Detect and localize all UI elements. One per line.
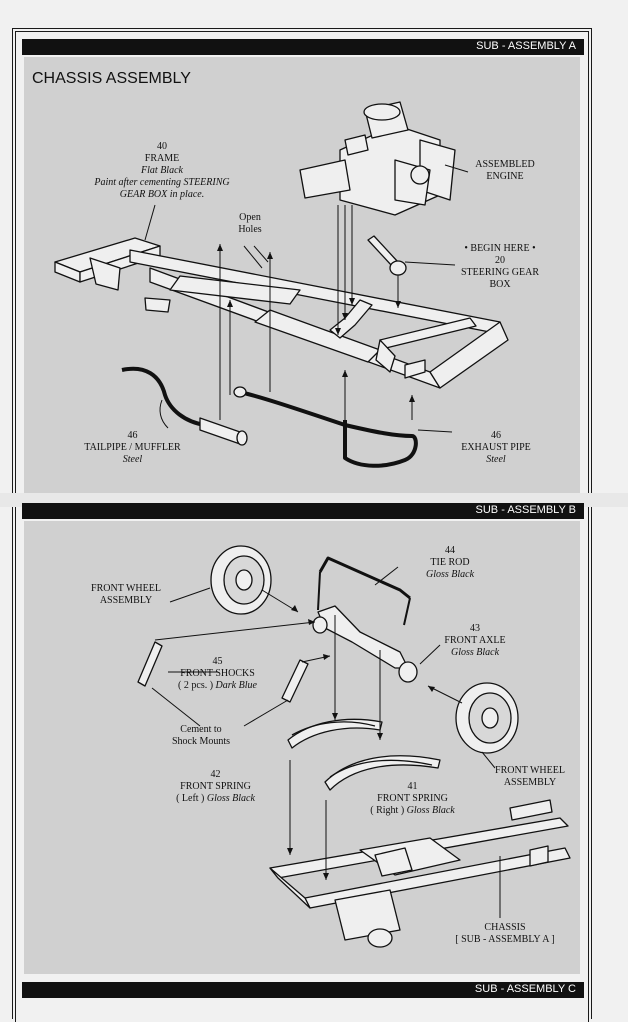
spring-right-name: FRONT SPRING <box>377 793 448 804</box>
header-sub-assembly-c: SUB - ASSEMBLY C <box>22 982 584 998</box>
engine-line-2: ENGINE <box>486 171 524 182</box>
tailpipe-label: 46 TAILPIPE / MUFFLER Steel <box>70 430 195 466</box>
shocks-number: 45 <box>212 656 223 667</box>
frame-note-1: Paint after cementing STEERING <box>94 177 230 188</box>
open-holes-label: Open Holes <box>225 212 275 236</box>
engine-drawing <box>299 101 456 216</box>
begin-here: • BEGIN HERE • <box>464 243 536 254</box>
spring-left-finish: Gloss Black <box>206 793 255 804</box>
exhaust-finish: Steel <box>486 454 506 465</box>
assembly-drawings <box>54 101 571 948</box>
front-wheel-right-label: FRONT WHEEL ASSEMBLY <box>480 765 580 789</box>
page-frame <box>12 28 592 1019</box>
spring-right-side: ( Right ) <box>370 805 405 816</box>
front-wheel-left-line-1: FRONT WHEEL <box>91 583 161 594</box>
spring-right-number: 41 <box>407 781 418 792</box>
header-sub-assembly-c-text: SUB - ASSEMBLY C <box>474 983 576 995</box>
open-holes-line-1: Open <box>239 212 261 223</box>
tailpipe-drawing <box>121 366 248 446</box>
tailpipe-name: TAILPIPE / MUFFLER <box>84 442 181 453</box>
frame-finish: Flat Black <box>141 165 183 176</box>
frame-label: 40 FRAME Flat Black Paint after cementin… <box>82 141 242 201</box>
front-spring-left-drawing <box>287 718 383 749</box>
tailpipe-finish: Steel <box>122 454 143 465</box>
header-sub-assembly-a-text: SUB - ASSEMBLY A <box>476 40 576 52</box>
front-shocks-label: 45 FRONT SHOCKS ( 2 pcs. ) Dark Blue <box>160 656 275 692</box>
exhaust-pipe-label: 46 EXHAUST PIPE Steel <box>446 430 546 466</box>
front-spring-left-label: 42 FRONT SPRING ( Left ) Gloss Black <box>158 769 273 805</box>
spring-left-number: 42 <box>210 769 221 780</box>
tie-rod-number: 44 <box>445 545 455 556</box>
frame-drawing <box>54 237 509 389</box>
tie-rod-label: 44 TIE ROD Gloss Black <box>405 545 495 581</box>
exhaust-number: 46 <box>491 430 501 441</box>
steering-box-drawing <box>367 235 407 276</box>
shocks-finish: Dark Blue <box>215 680 257 691</box>
chassis-drawing <box>269 799 571 948</box>
front-wheel-right-drawing <box>455 682 519 754</box>
spring-left-name: FRONT SPRING <box>180 781 251 792</box>
tailpipe-number: 46 <box>127 430 138 441</box>
chassis-label: CHASSIS [ SUB - ASSEMBLY A ] <box>440 922 570 946</box>
tie-rod-drawing <box>317 556 411 626</box>
chassis-line-1: CHASSIS <box>484 922 526 933</box>
header-sub-assembly-b-text: SUB - ASSEMBLY B <box>475 504 576 516</box>
front-wheel-left-drawing <box>210 545 272 615</box>
exhaust-name: EXHAUST PIPE <box>461 442 531 453</box>
steering-number: 20 <box>495 255 505 266</box>
arrow-heads-section-a <box>217 244 415 402</box>
steering-line-2: BOX <box>489 279 511 290</box>
front-wheel-right-line-2: ASSEMBLY <box>503 777 557 788</box>
frame-number: 40 <box>157 141 167 152</box>
front-wheel-left-label: FRONT WHEEL ASSEMBLY <box>78 583 174 607</box>
steering-line-1: STEERING GEAR <box>460 267 540 278</box>
front-axle-number: 43 <box>470 623 480 634</box>
page-title: CHASSIS ASSEMBLY <box>32 70 191 87</box>
page-frame-inner <box>15 31 589 1022</box>
cement-line-1: Cement to <box>180 724 222 735</box>
front-shocks-drawing <box>137 641 309 703</box>
engine-line-1: ASSEMBLED <box>475 159 535 170</box>
open-holes-line-2: Holes <box>238 224 262 235</box>
frame-note-2: GEAR BOX in place. <box>119 189 205 200</box>
front-axle-drawing <box>312 605 418 683</box>
arrows-section-a <box>144 164 469 433</box>
spring-right-finish: Gloss Black <box>406 805 455 816</box>
front-spring-right-drawing <box>324 755 441 791</box>
front-wheel-left-line-2: ASSEMBLY <box>99 595 153 606</box>
arrow-heads-section-b <box>287 605 435 880</box>
front-wheel-right-line-1: FRONT WHEEL <box>495 765 565 776</box>
tie-rod-finish: Gloss Black <box>425 569 475 580</box>
header-sub-assembly-b: SUB - ASSEMBLY B <box>22 503 584 519</box>
shocks-name: FRONT SHOCKS <box>180 668 255 679</box>
front-axle-finish: Gloss Black <box>450 647 500 658</box>
tie-rod-name: TIE ROD <box>430 557 470 568</box>
cement-label: Cement to Shock Mounts <box>158 724 244 748</box>
steering-gear-label: • BEGIN HERE • 20 STEERING GEAR BOX <box>445 243 555 291</box>
frame-name: FRAME <box>144 153 180 164</box>
front-axle-label: 43 FRONT AXLE Gloss Black <box>430 623 520 659</box>
front-spring-right-label: 41 FRONT SPRING ( Right ) Gloss Black <box>355 781 470 817</box>
header-sub-assembly-a: SUB - ASSEMBLY A <box>22 39 584 55</box>
spring-left-side: ( Left ) <box>176 793 205 804</box>
assembled-engine-label: ASSEMBLED ENGINE <box>462 159 548 183</box>
shocks-qty: ( 2 pcs. ) <box>178 680 214 691</box>
exhaust-pipe-drawing <box>233 386 418 468</box>
cement-line-2: Shock Mounts <box>171 736 231 747</box>
chassis-line-2: [ SUB - ASSEMBLY A ] <box>455 934 555 945</box>
front-axle-name: FRONT AXLE <box>444 635 506 646</box>
